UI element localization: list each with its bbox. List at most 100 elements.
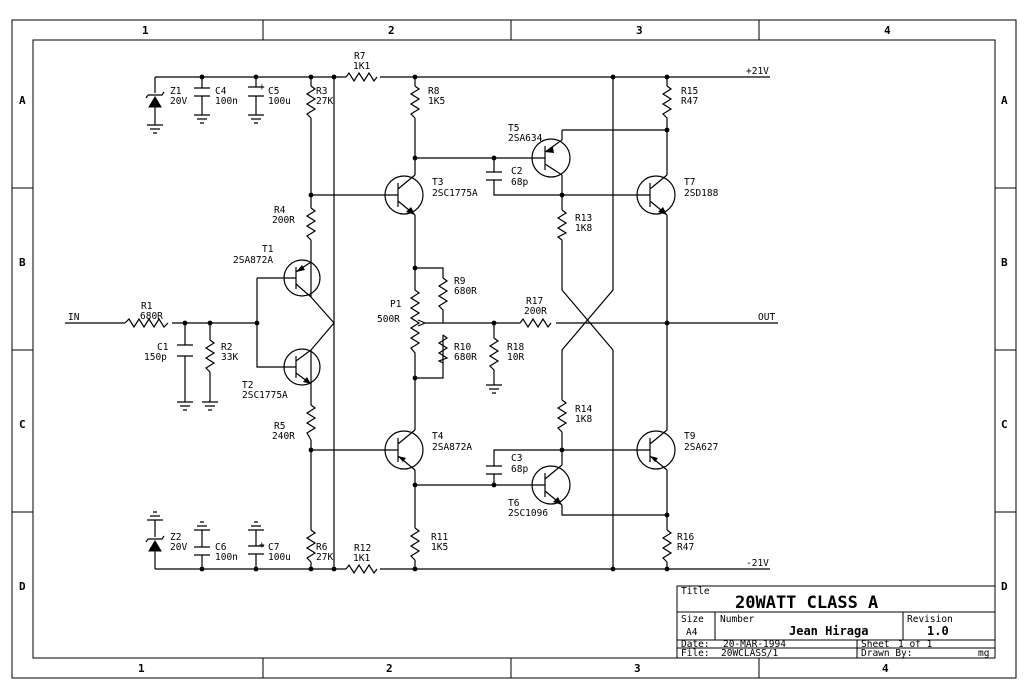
c6-ref: C6 [215, 542, 227, 553]
t9-symbol [636, 429, 676, 471]
r7-ref: R7 [354, 51, 365, 62]
r1-value: 680R [140, 311, 163, 322]
zone-col-4-bottom: 4 [882, 662, 889, 675]
wires [65, 76, 778, 570]
p1-wiper-arrow [417, 319, 426, 327]
file-value: 20WCLASS/1 [721, 648, 778, 659]
t5-value: 2SA634 [508, 133, 543, 144]
junction-dots [182, 74, 670, 572]
positive-rail-label: +21V [746, 66, 769, 77]
input-label: IN [68, 312, 80, 323]
c5-ref: C5 [268, 86, 279, 97]
z1-value: 20V [170, 96, 187, 107]
drawn-by-field-label: Drawn By: [861, 648, 912, 659]
t7-value: 2SD188 [684, 188, 719, 199]
r12-value: 1K1 [353, 553, 370, 564]
size-field-label: Size [681, 614, 704, 625]
t5-symbol [531, 130, 571, 178]
c7-value: 100u [268, 552, 291, 563]
file-field-label: File: [681, 648, 710, 659]
zone-col-4-top: 4 [884, 24, 891, 37]
drawn-by-value: mg [978, 648, 989, 659]
t2-ref: T2 [242, 380, 253, 391]
r1-symbol [124, 317, 169, 329]
zone-row-b-left: B [19, 256, 26, 269]
t1-ref: T1 [262, 244, 274, 255]
date-value: 20-MAR-1994 [723, 639, 786, 650]
t1-symbol [283, 259, 321, 298]
c3-symbol [486, 465, 502, 475]
r8-value: 1K5 [428, 96, 445, 107]
zone-col-2-bottom: 2 [386, 662, 393, 675]
r9-ref: R9 [454, 276, 466, 287]
zone-row-c-right: C [1001, 418, 1008, 431]
t2-value: 2SC1775A [242, 390, 288, 401]
c2-value: 68p [511, 177, 528, 188]
r11-ref: R11 [431, 532, 448, 543]
r2-ref: R2 [221, 342, 232, 353]
c2-symbol [486, 171, 502, 181]
c3-ref: C3 [511, 453, 522, 464]
r13-symbol [556, 209, 568, 241]
r10-value: 680R [454, 352, 477, 363]
number-field-label: Number [720, 614, 755, 625]
r6-ref: R6 [316, 542, 328, 553]
zone-col-1-top: 1 [142, 24, 149, 37]
zone-row-a-left: A [19, 94, 26, 107]
sheet-value: 1 of 1 [898, 639, 933, 650]
c6-value: 100n [215, 552, 238, 563]
r3-symbol [305, 85, 317, 119]
r9-value: 680R [454, 286, 477, 297]
r16-ref: R16 [677, 532, 694, 543]
z2-ref: Z2 [170, 532, 181, 543]
c4-symbol [194, 87, 210, 97]
zone-row-d-right: D [1001, 580, 1008, 593]
r7-value: 1K1 [353, 61, 370, 72]
transistor-symbols [283, 130, 676, 506]
zone-row-b-right: B [1001, 256, 1008, 269]
r18-symbol [488, 337, 500, 371]
size-value: A4 [686, 627, 698, 638]
r12-symbol [345, 563, 378, 575]
p1-value: 500R [377, 314, 400, 325]
ground-symbols [147, 114, 502, 531]
svg-text:+: + [259, 540, 265, 551]
r3-value: 27K [316, 96, 333, 107]
c1-ref: C1 [157, 342, 169, 353]
c5-symbol [248, 86, 264, 97]
r2-value: 33K [221, 352, 238, 363]
r15-value: R47 [681, 96, 698, 107]
t9-value: 2SA627 [684, 442, 718, 453]
t6-ref: T6 [508, 498, 520, 509]
t9-ref: T9 [684, 431, 696, 442]
title-block: Title 20WATT CLASS A Size A4 Number Jean… [676, 585, 996, 659]
t2-symbol [283, 348, 321, 386]
zone-col-3-bottom: 3 [634, 662, 641, 675]
r13-value: 1K8 [575, 223, 592, 234]
c1-symbol [177, 344, 193, 357]
r13-ref: R13 [575, 213, 592, 224]
r5-symbol [305, 404, 317, 441]
zone-row-d-left: D [19, 580, 26, 593]
t3-ref: T3 [432, 177, 443, 188]
r16-value: R47 [677, 542, 694, 553]
zone-labels: 1 2 3 4 1 2 3 4 A B C D A B C D [19, 24, 1008, 675]
t6-symbol [531, 464, 571, 506]
r2-symbol [204, 339, 216, 373]
zone-row-c-left: C [19, 418, 26, 431]
revision-value: 1.0 [927, 624, 949, 638]
t3-value: 2SC1775A [432, 188, 478, 199]
r9-symbol [437, 277, 449, 311]
drawing-title: 20WATT CLASS A [735, 593, 878, 613]
r14-value: 1K8 [575, 414, 592, 425]
number-value: Jean Hiraga [789, 624, 868, 638]
r11-value: 1K5 [431, 542, 448, 553]
r4-ref: R4 [274, 205, 286, 216]
zone-col-3-top: 3 [636, 24, 643, 37]
output-label: OUT [758, 312, 775, 323]
c2-ref: C2 [511, 166, 522, 177]
t3-symbol [384, 174, 424, 216]
t5-ref: T5 [508, 123, 519, 134]
t4-symbol [384, 429, 424, 471]
